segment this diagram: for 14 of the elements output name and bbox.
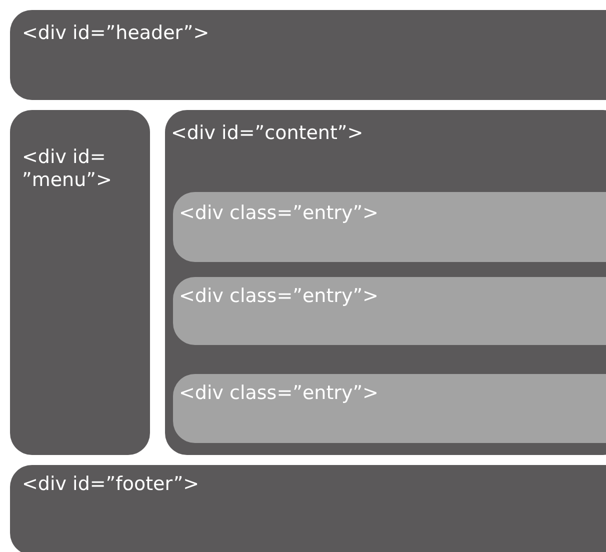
element-label: <div id=”header”>	[22, 22, 210, 45]
entry-block	[173, 374, 606, 443]
element-label: <div class=”entry”>	[179, 382, 378, 405]
menu-block	[10, 110, 150, 455]
element-label: <div id=”footer”>	[22, 473, 200, 496]
footer-block	[10, 465, 606, 552]
entry-block	[173, 192, 606, 262]
element-label: <div id= ”menu”>	[22, 146, 113, 192]
element-label: <div class=”entry”>	[179, 202, 378, 225]
content-block	[165, 110, 606, 455]
element-label: <div id=”content”>	[171, 122, 364, 145]
entry-block	[173, 277, 606, 345]
element-label: <div class=”entry”>	[179, 285, 378, 308]
header-block	[10, 10, 606, 100]
